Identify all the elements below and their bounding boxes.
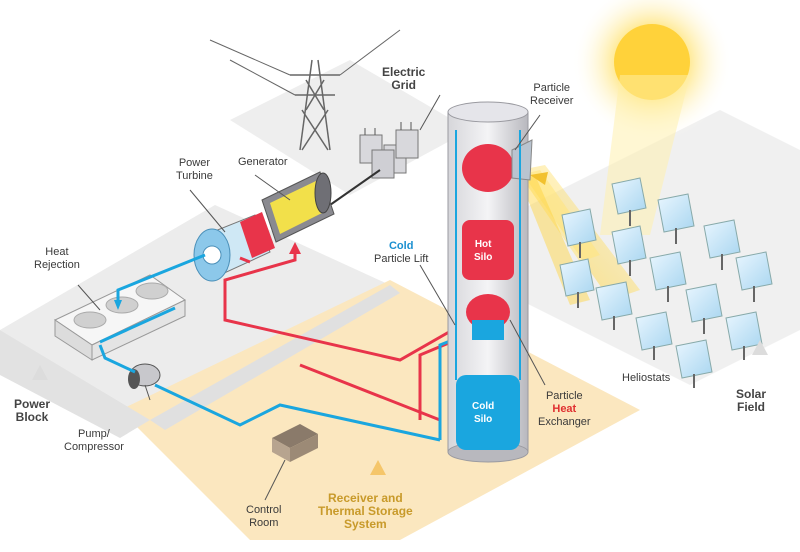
cold-flow-lines <box>98 253 491 442</box>
heliostat-icon <box>735 251 773 302</box>
cold-silo <box>456 375 520 450</box>
control-room-label: Control Room <box>246 504 282 529</box>
hot-silo <box>462 220 514 280</box>
pump-compressor-label: Pump/ Compressor <box>64 428 124 453</box>
heliostat-icon <box>675 339 713 388</box>
power-block-label: Power Block <box>14 397 51 424</box>
heliostat-icon <box>703 219 741 270</box>
particle-receiver <box>462 144 514 192</box>
solar-field-label: Solar Field <box>736 387 767 414</box>
heliostat-icon <box>611 177 647 226</box>
ground-solar-field <box>520 110 800 385</box>
receiver-tss-label: Receiver and Thermal Storage System <box>318 491 413 531</box>
cold-silo-label: Cold Silo <box>472 401 495 425</box>
heliostat-icon <box>561 208 597 258</box>
generator-icon <box>261 171 335 243</box>
heliostat-icon <box>657 193 695 244</box>
heliostat-icon <box>611 225 647 276</box>
leader-lines <box>77 94 546 501</box>
heliostat-field <box>559 177 773 388</box>
generator-label: Generator <box>238 156 288 168</box>
turbine-icon <box>193 212 275 282</box>
ground-grid <box>230 60 470 195</box>
electric-grid-label: Electric Grid <box>382 65 426 92</box>
particle-heat-exchanger-label: Particle Heat Exchanger <box>538 390 591 428</box>
cold-particle-lift-label: Cold Particle Lift <box>374 240 429 265</box>
control-room-icon <box>272 424 318 462</box>
transmission-tower-icon <box>209 29 401 151</box>
receiver-tower <box>447 101 533 463</box>
hot-silo-label: Hot Silo <box>474 239 493 263</box>
pump-icon <box>128 363 161 389</box>
power-turbine-label: Power Turbine <box>176 157 213 182</box>
heliostats-label: Heliostats <box>622 372 671 384</box>
heat-rejection-label: Heat Rejection <box>34 246 80 271</box>
particle-receiver-label: Particle Receiver <box>530 82 574 107</box>
heliostat-icon <box>559 258 595 308</box>
heliostat-icon <box>649 251 687 302</box>
ground-power-block <box>0 205 390 420</box>
heliostat-icon <box>685 283 723 334</box>
heliostat-icon <box>635 311 673 360</box>
transformer-icon <box>359 122 419 179</box>
heliostat-icon <box>595 281 633 330</box>
